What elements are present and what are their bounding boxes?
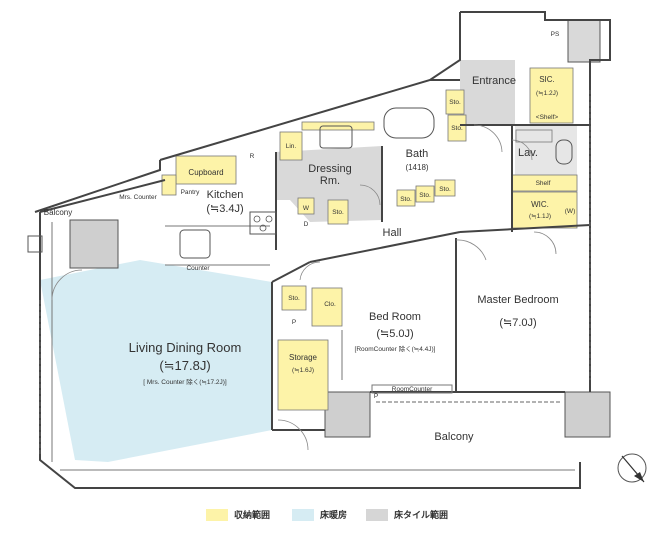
lav-counter	[515, 129, 553, 143]
w-unit	[297, 197, 315, 215]
toilet	[555, 139, 573, 165]
balcony-left-label: Balcony	[44, 208, 72, 217]
hall-label: Hall	[383, 227, 402, 239]
burners	[253, 215, 273, 232]
legend-item-floor-heating: 床暖房	[292, 508, 347, 521]
living-label: Living Dining Room	[129, 340, 242, 355]
storage-areas	[161, 67, 578, 411]
w-label: W	[303, 205, 310, 212]
legend: 収納範囲 床暖房 床タイル範囲	[0, 508, 665, 528]
room-counter-label: RoomCounter	[392, 386, 433, 393]
kitchen-area: (≒3.4J)	[206, 203, 243, 215]
storage-area: (≒1.6J)	[292, 367, 314, 374]
pantry-area	[161, 174, 177, 196]
windows	[39, 90, 591, 455]
wic-area	[511, 191, 578, 229]
ps-label: PS	[551, 31, 560, 38]
sto-label-entrance-2: Sto.	[451, 125, 463, 132]
wic-w: (W)	[565, 208, 575, 215]
ps-shaft	[567, 19, 601, 63]
door-swings	[51, 124, 557, 451]
legend-label-storage: 収納範囲	[234, 510, 271, 520]
shelf-label: Shelf	[536, 180, 551, 187]
sto-label-bath-3: Sto.	[439, 186, 451, 193]
washbasin	[319, 125, 353, 149]
sic-label: SIC.	[539, 75, 555, 84]
kitchen-label: Kitchen	[207, 189, 244, 201]
legend-swatch-storage	[206, 508, 228, 521]
clo-area	[311, 287, 343, 327]
living-note: [ Mrs. Counter 除く(≒17.2J)]	[143, 377, 227, 386]
lin-area	[279, 131, 303, 161]
kitchen-sink	[179, 229, 211, 259]
balcony-unit-left	[69, 219, 119, 269]
clo-label: Clo.	[324, 301, 336, 308]
sto-dressing	[327, 199, 349, 225]
walls	[34, 11, 611, 489]
balcony-ac	[27, 235, 43, 253]
legend-label-tile: 床タイル範囲	[394, 510, 449, 520]
legend-swatch-tile	[366, 508, 388, 521]
sto-label-bath-2: Sto.	[419, 192, 431, 199]
lav-tile-area	[515, 125, 577, 175]
storage-room	[277, 339, 329, 411]
cupboard-label: Cupboard	[188, 168, 223, 177]
storage-label: Storage	[289, 353, 318, 362]
bed-area: (≒5.0J)	[376, 328, 413, 340]
balcony-unit-mid	[324, 391, 371, 438]
sto-label-entrance-1: Sto.	[449, 99, 461, 106]
balcony-unit-right	[564, 391, 611, 438]
legend-item-tile: 床タイル範囲	[366, 508, 448, 521]
sto-bath-2	[415, 185, 435, 203]
counter-label: Counter	[186, 265, 210, 272]
r-label: R	[250, 153, 255, 160]
master-area: (≒7.0J)	[499, 317, 536, 329]
legend-label-floor-heating: 床暖房	[320, 510, 348, 520]
sto-entrance-1	[445, 89, 465, 115]
cooktop	[249, 211, 277, 235]
pantry-label: Pantry	[181, 189, 201, 196]
sto-entrance-2	[447, 114, 467, 142]
bath-size: (1418)	[405, 163, 428, 172]
mrs-counter-label: Mrs. Counter	[119, 194, 157, 201]
sto-label-dressing: Sto.	[332, 209, 344, 216]
legend-swatch-floor-heating	[292, 508, 314, 521]
room-labels: Living Dining Room (≒17.8J) [ Mrs. Count…	[44, 31, 575, 443]
sto-label-hall: Sto.	[288, 295, 300, 302]
sic-area	[529, 67, 574, 124]
p-label-storage: P	[292, 319, 296, 326]
cupboard-area	[175, 155, 237, 185]
entrance-label: Entrance	[472, 75, 516, 87]
balcony-bottom-label: Balcony	[434, 431, 474, 443]
inner-lines	[51, 222, 575, 471]
living-area: (≒17.8J)	[159, 358, 210, 373]
bed-note: [RoomCounter 除く(≒4.4J)]	[355, 344, 436, 353]
lin-label: Lin.	[286, 143, 297, 150]
bed-label: Bed Room	[369, 311, 421, 323]
dressing-label: Dressing	[308, 163, 351, 175]
north-arrow-icon	[617, 453, 647, 483]
d-label: D	[304, 221, 309, 228]
lav-label: Lav.	[518, 147, 538, 159]
wic-area: (≒1.1J)	[529, 213, 551, 220]
sic-shelf: <Shelf>	[536, 114, 559, 121]
p-label-balcony: P	[374, 393, 378, 400]
entrance-tile-area	[460, 60, 515, 125]
sto-hall	[281, 285, 307, 311]
sto-label-bath-1: Sto.	[400, 196, 412, 203]
floor-heating-area	[40, 260, 272, 462]
dressing-label-2: Rm.	[320, 175, 340, 187]
bath-label: Bath	[406, 148, 429, 160]
sto-bath-3	[434, 179, 456, 197]
legend-item-storage: 収納範囲	[206, 508, 270, 521]
sto-bath-1	[396, 189, 416, 207]
bathtub	[383, 107, 435, 139]
master-label: Master Bedroom	[477, 294, 558, 306]
wic-label: WIC.	[531, 200, 549, 209]
sic-area: (≒1.2J)	[536, 90, 558, 97]
